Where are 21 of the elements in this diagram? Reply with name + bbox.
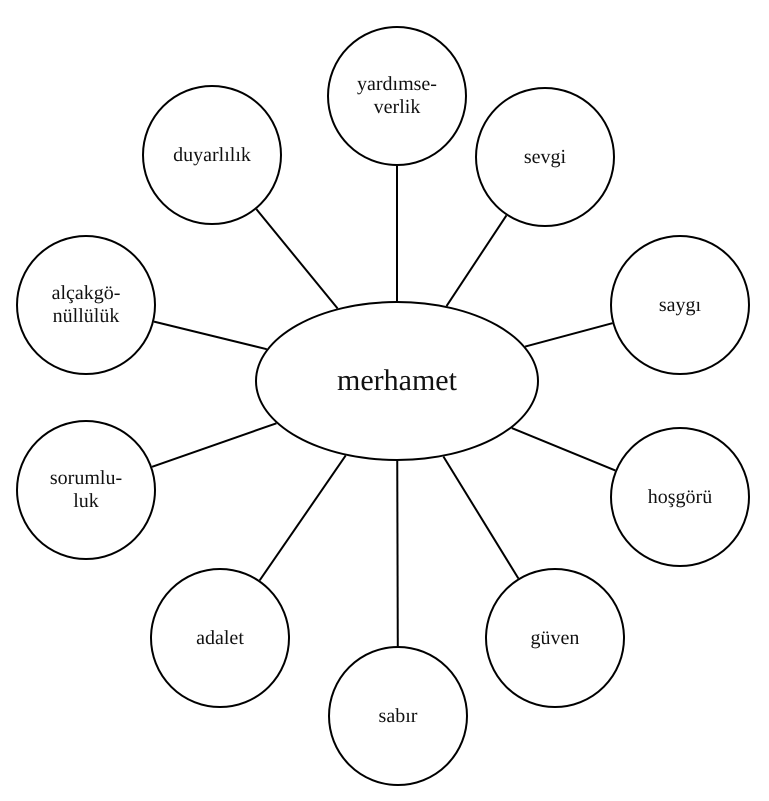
concept-label: yardımse- verlik: [356, 73, 438, 119]
connector-line: [258, 455, 346, 581]
concept-label: sevgi: [522, 146, 568, 168]
connector-line: [446, 214, 508, 307]
concept-label: hoşgörü: [646, 486, 714, 508]
concept-label: alçakgö- nüllülük: [50, 282, 122, 328]
connector-line: [396, 166, 398, 301]
connector-line: [154, 320, 267, 350]
concept-label: sorumlu- luk: [48, 467, 124, 513]
connector-line: [511, 427, 616, 472]
connector-line: [256, 208, 338, 309]
concept-label: adalet: [195, 626, 245, 650]
concept-label: saygı: [658, 294, 702, 316]
connector-line: [152, 422, 277, 468]
concept-label: duyarlılık: [172, 144, 252, 166]
concept-label: güven: [530, 626, 580, 650]
concept-label: merhamet: [337, 364, 457, 398]
connector-line: [396, 461, 399, 646]
concept-label: sabır: [378, 704, 418, 728]
connector-line: [524, 322, 613, 348]
connector-line: [442, 456, 520, 579]
